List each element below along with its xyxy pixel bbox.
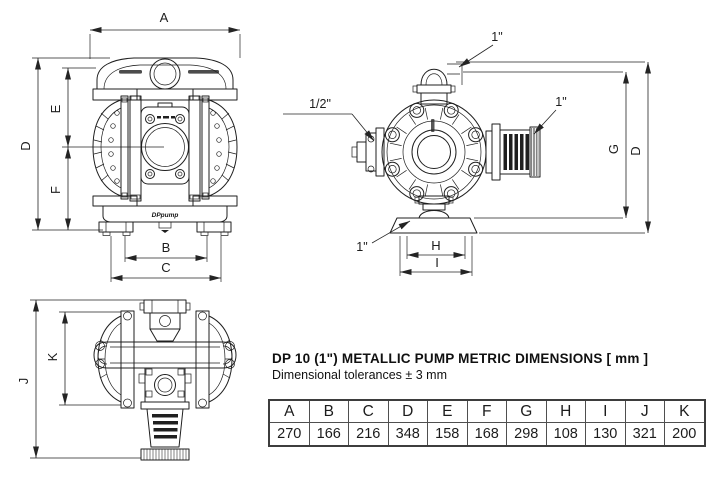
top-view-center-block [138,367,192,403]
side-view: 1" D G 1" 1/2" 1" H I [283,30,651,276]
muffler-side [485,123,541,181]
side-view-dimensions: 1" D G 1" 1/2" 1" H I [283,30,651,276]
col-header: K [664,399,705,423]
dim-label-i: I [435,255,439,270]
dimensions-table: A B C D E F G H I J K 270 166 216 348 15… [268,399,706,447]
col-header: I [585,399,626,423]
dim-label-b: B [162,240,171,255]
front-view-dimensions: A D E F B C [18,10,241,282]
front-view: DPpump A D E F B [18,10,241,282]
dim-label-j: J [16,378,31,385]
dimensions-table-value-row: 270 166 216 348 158 168 298 108 130 321 … [268,422,705,447]
cap-text-left [119,70,142,74]
title-block: DP 10 (1") METALLIC PUMP METRIC DIMENSIO… [272,351,722,382]
tolerance-note: Dimensional tolerances ± 3 mm [272,368,447,382]
body-bolts [384,102,484,202]
dim-label-c: C [161,260,170,275]
dim-value: 168 [466,422,507,447]
dim-value: 158 [427,422,468,447]
dim-value: 200 [664,422,705,447]
top-view-air-valve [139,299,191,342]
dimensions-table-header-row: A B C D E F G H I J K [268,399,705,423]
dim-label-f: F [48,186,63,194]
body-text-mark [431,119,435,132]
dim-label-h: H [431,238,440,253]
port-label-muffler: 1" [555,95,566,109]
clamp-bands [120,95,210,202]
port-label-top: 1" [491,30,502,44]
col-header: H [545,399,586,423]
dim-value: 348 [387,422,428,447]
body-ribs [389,107,479,197]
dim-label-d-side: D [628,146,643,155]
port-label-bottom: 1" [356,240,367,254]
left-chamber [92,99,122,197]
dim-value: 270 [268,422,310,447]
col-header: C [348,399,389,423]
air-valve-cap [92,57,238,101]
col-header: J [624,399,665,423]
top-view-chambers [97,315,233,403]
center-body-bolts [145,114,185,179]
drawing-title: DP 10 (1") METALLIC PUMP METRIC DIMENSIO… [272,351,649,366]
col-header: D [387,399,428,423]
manifold-tube [93,341,237,369]
cap-text-right [188,70,219,74]
left-chamber-bolts [108,110,120,184]
col-header: F [466,399,507,423]
dim-value: 216 [348,422,389,447]
col-header: E [427,399,468,423]
dim-value: 108 [545,422,586,447]
dim-label-e: E [48,104,63,113]
top-view: J K [16,299,237,461]
bottom-suction-foot [389,195,478,234]
dim-value: 321 [624,422,665,447]
dim-label-k: K [45,352,60,361]
col-header: B [308,399,349,423]
top-discharge-port [412,63,463,105]
muffler-top-view [140,401,190,461]
dim-value: 130 [585,422,626,447]
dim-value: 166 [308,422,349,447]
top-view-dimensions: J K [16,299,144,459]
base-and-feet: DPpump [92,195,238,236]
right-chamber [208,99,238,197]
center-body [140,102,190,185]
right-chamber-bolts [210,110,222,184]
pump-body-circle [381,99,487,205]
dim-label-d-front: D [18,141,33,150]
dim-value: 298 [506,422,547,447]
col-header: G [506,399,547,423]
col-header: A [268,399,310,423]
pump-logo: DPpump [152,212,179,219]
dim-label-a: A [160,10,169,25]
top-view-bands [120,310,210,409]
dim-label-g: G [606,144,621,154]
air-inlet-fitting [351,127,385,177]
port-label-left: 1/2" [309,97,331,111]
